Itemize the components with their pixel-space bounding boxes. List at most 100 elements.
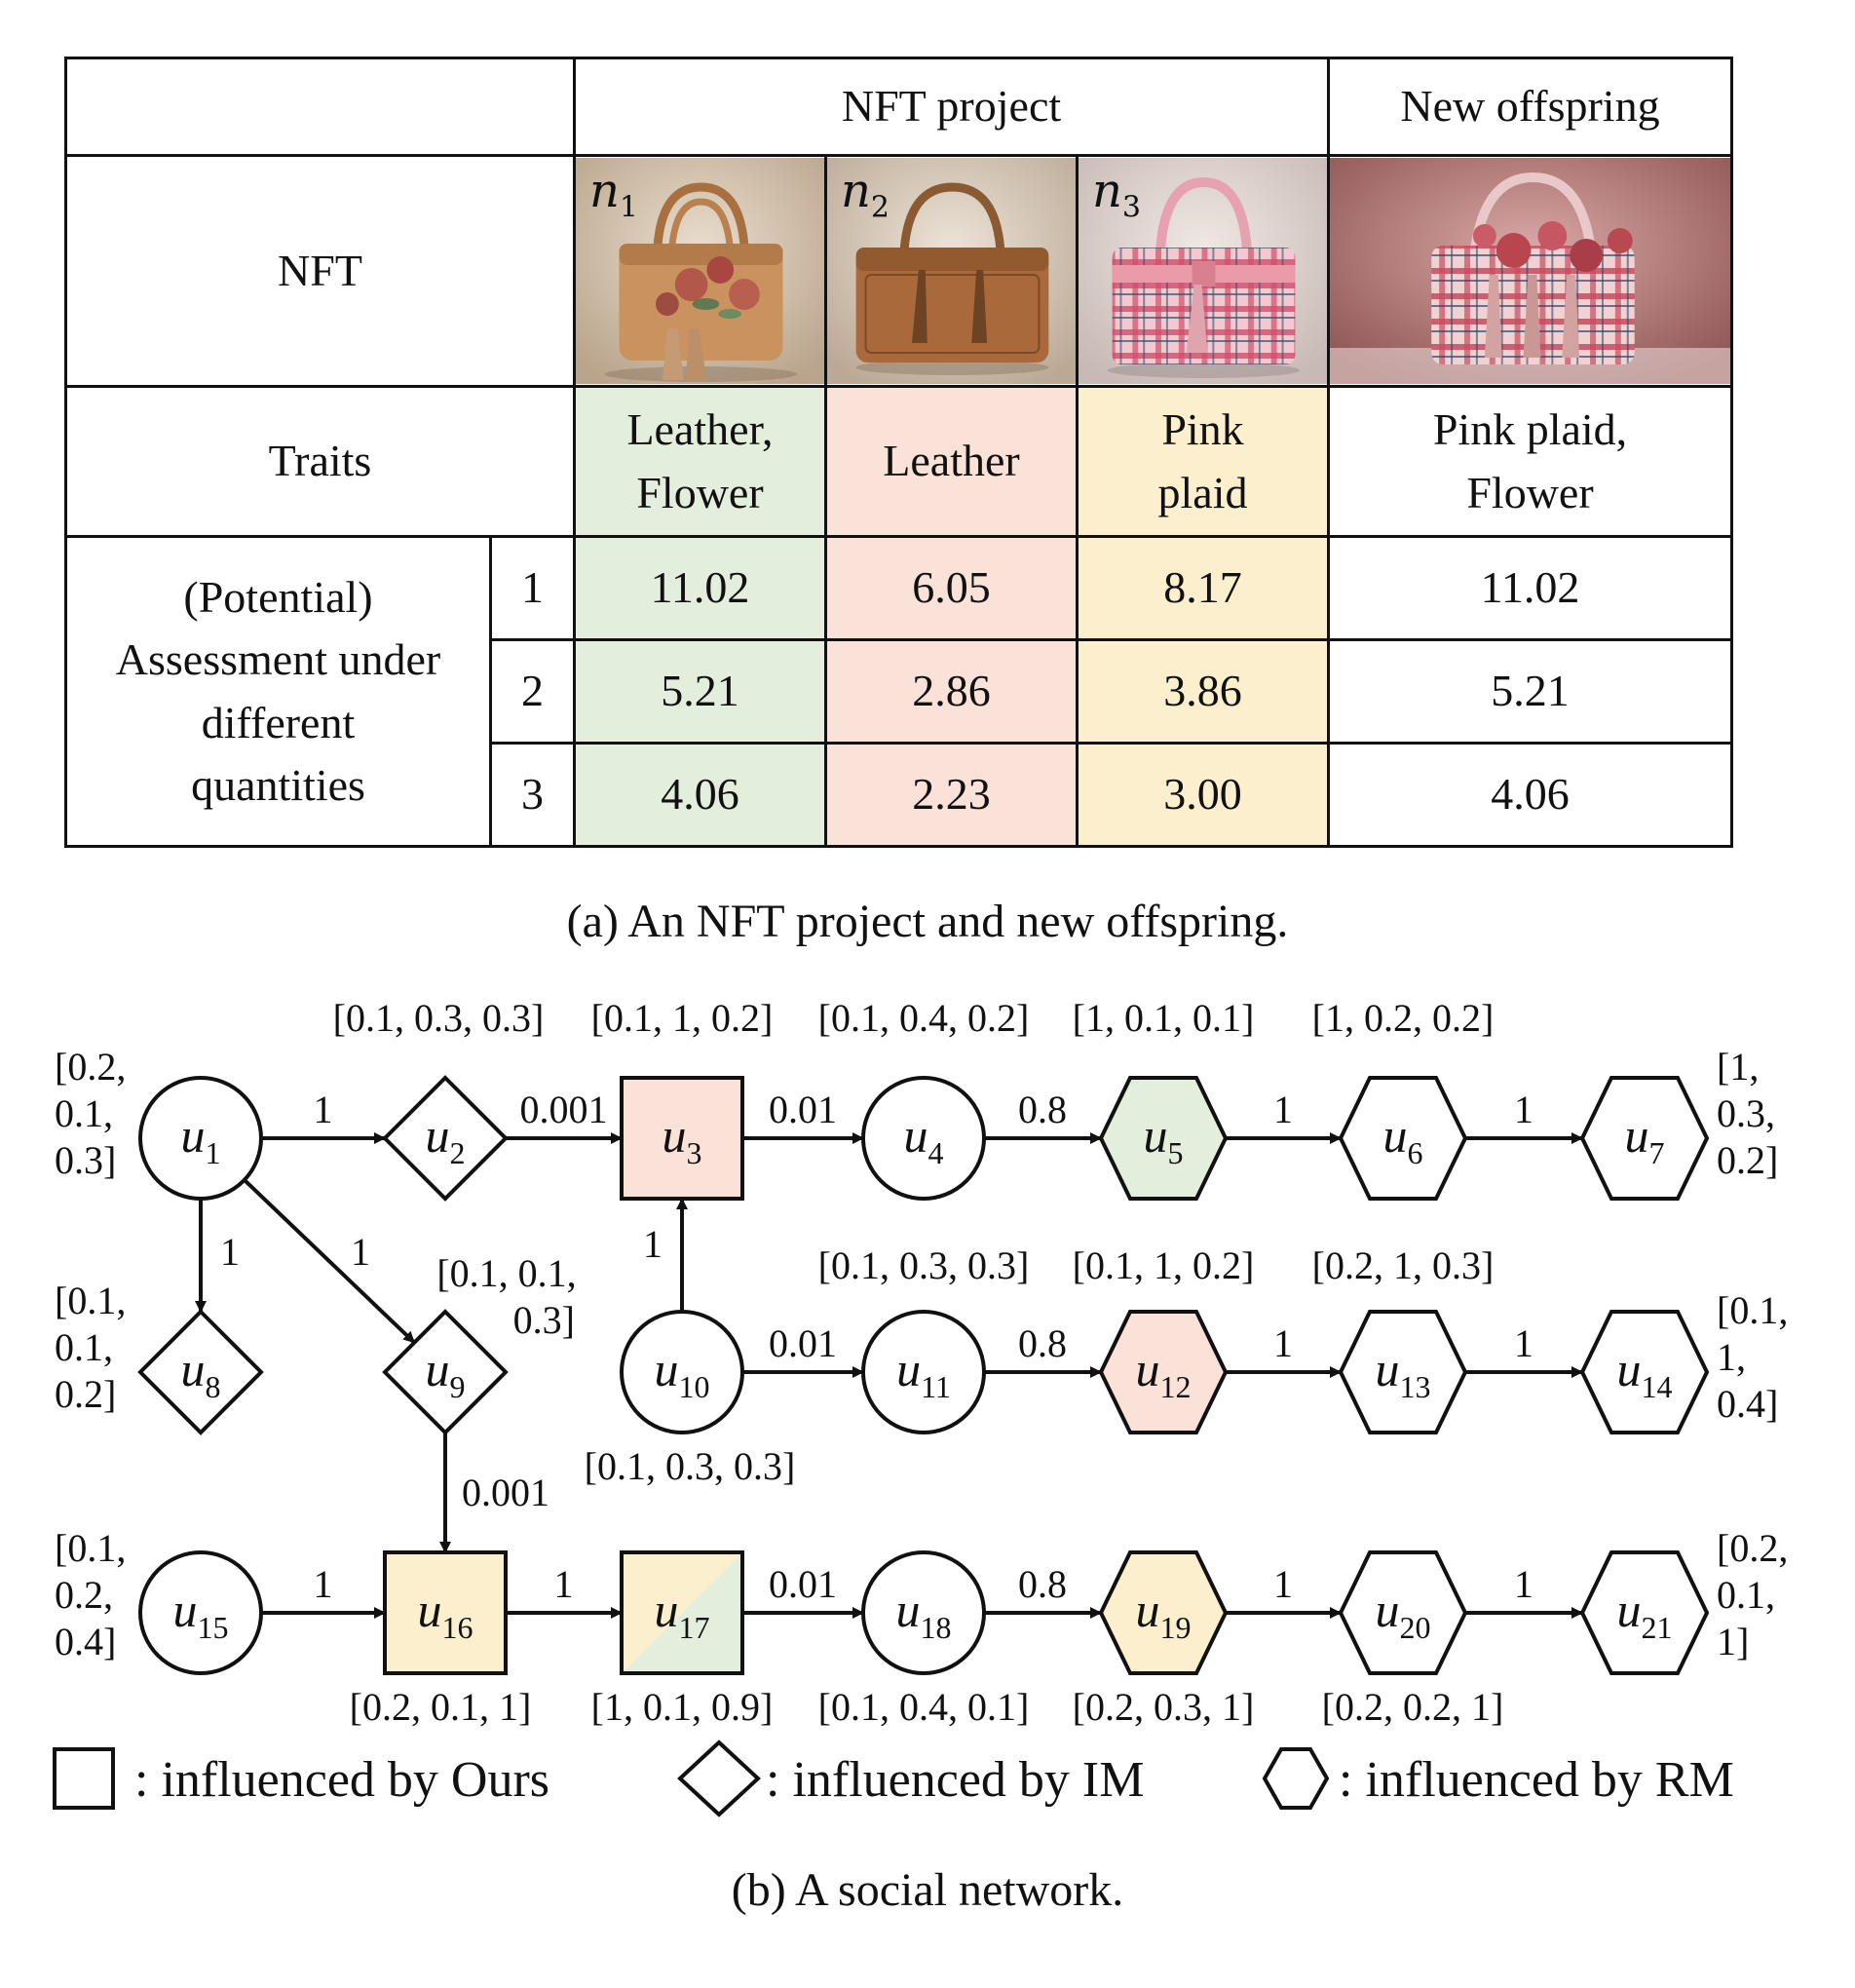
header-new-offspring: New offspring [1327, 57, 1734, 157]
empty-header-cell [64, 57, 576, 157]
attribute-vector-u15: [0.1,0.2,0.4] [55, 1526, 126, 1663]
value-cell-n1: 11.02 [573, 535, 827, 642]
nft-image-n3: n3 [1075, 153, 1331, 388]
value-cell-offspring: 4.06 [1327, 742, 1734, 848]
node-shape-square [620, 1550, 744, 1675]
attribute-vector-u11: [0.1, 0.3, 0.3] [818, 1243, 1030, 1287]
attribute-vector-u1: [0.2,0.1,0.3] [55, 1045, 126, 1182]
attribute-vector-u9: [0.1, 0.1,0.3] [436, 1251, 576, 1342]
node-u6: u6 [1338, 1076, 1468, 1201]
node-shape-hexagon [1579, 1076, 1710, 1201]
attribute-vector-u18: [0.1, 0.4, 0.1] [818, 1685, 1030, 1729]
edge-weight-label: 1 [1514, 1562, 1533, 1606]
traits-offspring: Pink plaid, Flower [1327, 384, 1734, 539]
attribute-vector-u20: [0.2, 0.2, 1] [1322, 1685, 1504, 1729]
node-u20: u20 [1338, 1550, 1468, 1675]
node-label: u4 [904, 1108, 944, 1170]
node-u3: u3 [620, 1076, 744, 1201]
caption-a: (a) An NFT project and new offspring. [566, 896, 1289, 947]
nft-image-n1: n1 [573, 153, 827, 388]
node-u15: u15 [138, 1550, 263, 1675]
node-shape-hexagon [1338, 1310, 1468, 1434]
nft-table: NFT project New offspring NFT n1 [64, 57, 1734, 848]
node-u16: u16 [383, 1550, 508, 1675]
value-cell-n3: 3.86 [1075, 638, 1331, 746]
node-shape-diamond [382, 1309, 509, 1435]
attribute-vector-u4: [0.1, 0.4, 0.2] [818, 996, 1030, 1040]
node-u7: u7 [1579, 1076, 1710, 1201]
edge-weight-label: 0.8 [1018, 1562, 1067, 1606]
edge-weight-label: 1 [1273, 1562, 1293, 1606]
attribute-vector-u8: [0.1,0.1,0.2] [55, 1279, 126, 1416]
node-shape-diamond [382, 1075, 509, 1202]
node-fill-part [622, 1552, 742, 1673]
edge-weight-label: 1 [1514, 1088, 1533, 1131]
attribute-vector-u13: [0.2, 1, 0.3] [1312, 1243, 1495, 1287]
nft-label-n3: n3 [1092, 163, 1142, 225]
node-u5: u5 [1098, 1076, 1229, 1201]
edge-weight-label: 1 [314, 1088, 333, 1131]
node-shape-square [620, 1076, 744, 1201]
nft-label-n2: n2 [841, 163, 890, 225]
edge-weight-label: 1 [314, 1562, 333, 1606]
node-shape-circle [861, 1310, 986, 1434]
value-cell-n3: 3.00 [1075, 742, 1331, 848]
node-shape-hexagon [1098, 1310, 1229, 1434]
nft-image-n2: n2 [824, 153, 1079, 388]
value-cell-n2: 6.05 [824, 535, 1079, 642]
value-cell-n1: 4.06 [573, 742, 827, 848]
node-shape-circle [138, 1550, 263, 1675]
header-nft-project: NFT project [572, 57, 1331, 157]
node-u11: u11 [861, 1310, 986, 1434]
node-shape-circle [138, 1076, 263, 1201]
node-label: u3 [662, 1108, 702, 1170]
edge-weight-label: 0.01 [769, 1088, 837, 1131]
node-u13: u13 [1338, 1310, 1468, 1434]
value-cell-n1: 5.21 [573, 638, 827, 746]
edge-1-9 [243, 1178, 416, 1345]
node-shape-circle [861, 1550, 986, 1675]
row-label-traits: Traits [64, 384, 576, 539]
node-shape-hexagon [1579, 1310, 1710, 1434]
value-cell-n3: 8.17 [1075, 535, 1331, 642]
edge-weight-label: 0.8 [1018, 1088, 1067, 1131]
attribute-vector-u14: [0.1,1,0.4] [1717, 1288, 1788, 1426]
node-u21: u21 [1579, 1550, 1710, 1675]
node-u4: u4 [861, 1076, 986, 1201]
assessment-label: (Potential) Assessment under different q… [64, 535, 492, 848]
attribute-vector-u16: [0.2, 0.1, 1] [350, 1685, 532, 1729]
attribute-vector-u5: [1, 0.1, 0.1] [1073, 996, 1255, 1040]
quantity-cell: 3 [489, 742, 576, 848]
offspring-image [1327, 153, 1734, 388]
node-u12: u12 [1098, 1310, 1229, 1434]
node-u2: u2 [382, 1075, 509, 1202]
edge-weight-label: 0.01 [769, 1562, 837, 1606]
node-u18: u18 [861, 1550, 986, 1675]
vectors-layer: [0.2,0.1,0.3] [0.1, 0.3, 0.3] [0.1, 1, 0.2… [55, 996, 1788, 1729]
node-u8: u8 [137, 1309, 264, 1435]
traits-n1: Leather, Flower [573, 384, 827, 539]
node-shape-hexagon [1098, 1076, 1229, 1201]
handbag-pink-plaid-flower-image [1331, 158, 1729, 384]
node-shape-hexagon [1338, 1076, 1468, 1201]
traits-n3: Pink plaid [1075, 384, 1331, 539]
node-shape-circle [620, 1310, 744, 1434]
row-label-nft: NFT [64, 153, 576, 388]
edge-weight-label: 0.8 [1018, 1321, 1067, 1365]
node-u17: u17 [620, 1550, 744, 1675]
caption-b: (b) A social network. [731, 1864, 1124, 1916]
legend: : influenced by Ours : influenced by IM … [53, 1740, 1734, 1817]
handbag-pink-plaid-image [1079, 158, 1326, 384]
handbag-leather-flower-image [577, 158, 823, 384]
node-shape-diamond [137, 1309, 264, 1435]
value-cell-offspring: 5.21 [1327, 638, 1734, 746]
edge-weight-label: 1 [1273, 1088, 1293, 1131]
edge-weight-label: 1 [643, 1222, 662, 1266]
legend-square-icon [53, 1747, 115, 1810]
legend-rm-label: : influenced by RM [1339, 1752, 1734, 1808]
attribute-vector-u12: [0.1, 1, 0.2] [1073, 1243, 1255, 1287]
legend-ours-label: : influenced by Ours [134, 1752, 549, 1808]
node-shape-hexagon [1579, 1550, 1710, 1675]
value-cell-offspring: 11.02 [1327, 535, 1734, 642]
